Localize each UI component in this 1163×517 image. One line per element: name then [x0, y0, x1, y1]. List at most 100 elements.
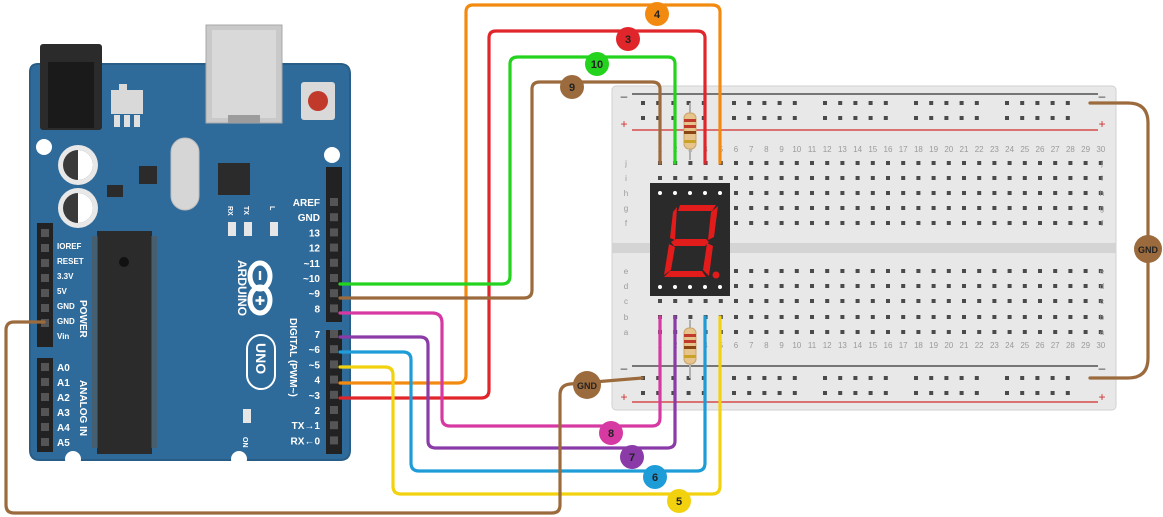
uno-badge: UNO [246, 334, 276, 390]
led-indicators [228, 222, 278, 423]
power-pin-label: GND [57, 317, 75, 326]
digital-pin-label: 2 [314, 406, 320, 417]
column-number: 15 [868, 341, 877, 350]
digital-pin-label: 4 [314, 376, 320, 387]
svg-text:GND: GND [577, 381, 598, 391]
digital-pin-label: 7 [314, 330, 320, 341]
arduino-brand: ARDUINO [235, 260, 249, 316]
digital-pin-label: RX←0 [291, 436, 321, 447]
column-number: 28 [1066, 341, 1075, 350]
microcontroller-chip [97, 231, 152, 454]
column-number: 10 [792, 341, 801, 350]
column-number: 24 [1005, 341, 1014, 350]
rail-plus-sign: + [620, 390, 627, 404]
usb-chip [218, 163, 250, 195]
resistor-bottom [683, 320, 697, 378]
power-pin-label: 5V [57, 287, 67, 296]
rail-plus-sign: + [620, 117, 627, 131]
wire-pin7 [338, 315, 677, 450]
svg-text:3: 3 [625, 34, 631, 46]
rail-minus-sign: – [1099, 89, 1106, 103]
column-number: 19 [929, 145, 938, 154]
svg-text:4: 4 [654, 9, 661, 21]
wires [4, 3, 1150, 515]
column-number: 13 [838, 341, 847, 350]
column-number: 10 [792, 145, 801, 154]
analog-pin-label: A1 [57, 378, 70, 389]
row-letter: i [625, 174, 627, 183]
capacitor [58, 188, 98, 228]
column-number: 13 [838, 145, 847, 154]
wire-pin5 [338, 315, 722, 496]
column-number: 8 [764, 341, 769, 350]
column-number: 18 [914, 341, 923, 350]
analog-header [37, 358, 53, 452]
badge-wire-6: 6 [643, 465, 667, 489]
row-letter: i [1101, 174, 1103, 183]
column-number: 16 [884, 341, 893, 350]
mount-hole [324, 147, 340, 163]
mount-hole [231, 451, 247, 467]
analog-pin-label: A0 [57, 363, 70, 374]
column-number: 19 [929, 341, 938, 350]
row-letter: j [624, 159, 627, 168]
small-chip [107, 185, 123, 197]
analog-pin-label: A2 [57, 393, 70, 404]
column-number: 9 [779, 341, 784, 350]
column-number: 11 [808, 145, 817, 154]
badge-wire-9: 9 [560, 75, 584, 99]
row-letter: f [625, 219, 628, 228]
column-number: 8 [764, 145, 769, 154]
column-number: 21 [960, 145, 969, 154]
digital-pin-label: 13 [309, 228, 321, 239]
column-number: 29 [1081, 145, 1090, 154]
badge-wire-4: 4 [645, 2, 669, 26]
column-number: 12 [823, 145, 832, 154]
row-letter: g [624, 204, 628, 213]
column-number: 25 [1020, 341, 1029, 350]
resistor-top [683, 103, 697, 160]
led-label: RX [226, 206, 233, 216]
column-number: 18 [914, 145, 923, 154]
digital-pin-label: ~11 [304, 259, 321, 270]
digital-pin-label: 8 [314, 304, 320, 315]
power-pin-label: 3.3V [57, 272, 74, 281]
analog-pin-label: A4 [57, 423, 70, 434]
row-letter: c [1100, 297, 1104, 306]
badge-gnd-left: GND [573, 371, 601, 399]
power-pin-label: RESET [57, 257, 84, 266]
row-letter: e [1100, 267, 1105, 276]
badge-wire-7: 7 [620, 445, 644, 469]
seven-segment-display [650, 183, 730, 296]
column-number: 22 [975, 145, 984, 154]
column-number: 29 [1081, 341, 1090, 350]
row-letter: b [624, 313, 629, 322]
svg-text:GND: GND [1138, 245, 1159, 255]
column-number: 14 [853, 145, 862, 154]
column-number: 22 [975, 341, 984, 350]
digital-pin-label: ~3 [309, 391, 321, 402]
column-number: 17 [899, 341, 908, 350]
row-letter: c [624, 297, 628, 306]
row-letter: h [1100, 189, 1104, 198]
digital-pin-label: GND [298, 213, 320, 224]
column-number: 20 [944, 145, 953, 154]
column-number: 17 [899, 145, 908, 154]
digital-pin-label: AREF [293, 198, 320, 209]
row-letter: h [624, 189, 628, 198]
analog-pin-label: A5 [57, 438, 70, 449]
badge-wire-3: 3 [616, 27, 640, 51]
column-number: 30 [1096, 341, 1105, 350]
mount-hole [36, 139, 52, 155]
column-number: 6 [734, 341, 739, 350]
column-number: 7 [749, 145, 754, 154]
column-number: 27 [1051, 341, 1060, 350]
wire-gnd-arduino [4, 320, 644, 515]
wire-pin10 [338, 55, 677, 286]
column-number: 24 [1005, 145, 1014, 154]
display-segments [664, 205, 720, 279]
column-number: 25 [1020, 145, 1029, 154]
column-number: 23 [990, 145, 999, 154]
